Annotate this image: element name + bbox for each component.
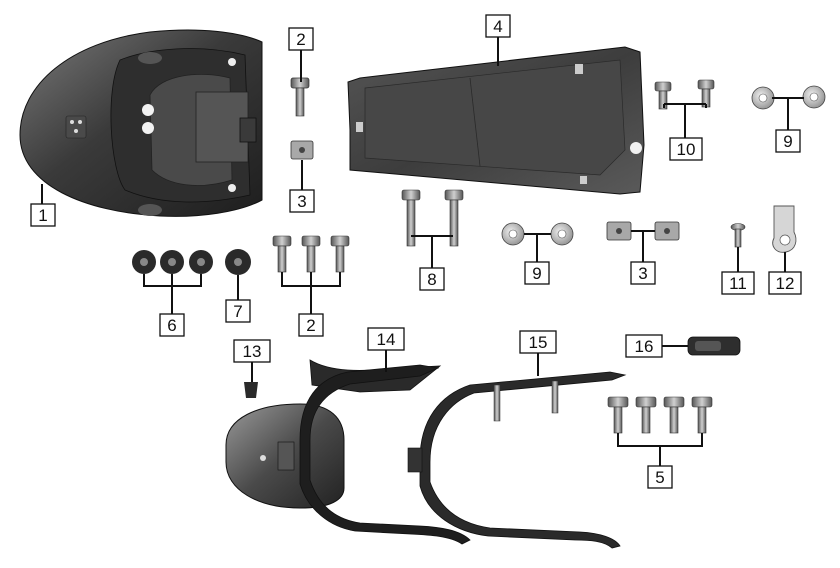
leader-lines xyxy=(41,37,804,466)
part-14-tail-case-and-rack xyxy=(225,359,471,545)
part-16-reflector xyxy=(687,336,741,356)
callout-label: 16 xyxy=(635,337,654,356)
callout-9-top: 9 xyxy=(775,129,801,153)
callout-15: 15 xyxy=(519,330,557,354)
callout-8: 8 xyxy=(419,267,445,291)
part-10-bolts xyxy=(654,79,715,110)
part-2-bolt-single xyxy=(290,77,310,117)
part-9-washers-top xyxy=(751,85,826,110)
callout-label: 15 xyxy=(529,333,548,352)
callout-11: 11 xyxy=(721,271,755,295)
callout-label: 11 xyxy=(729,274,747,293)
part-2-bolts-triple xyxy=(272,235,350,273)
callout-13: 13 xyxy=(233,339,271,363)
part-13-push-clip xyxy=(244,382,258,398)
callout-label: 13 xyxy=(243,342,262,361)
part-11-screw xyxy=(730,223,746,248)
part-6-grommets xyxy=(132,250,213,274)
callout-label: 6 xyxy=(167,316,176,335)
callout-label: 4 xyxy=(493,17,502,36)
part-4-under-tray xyxy=(347,46,645,195)
callout-14: 14 xyxy=(367,327,405,351)
callout-12: 12 xyxy=(768,271,802,295)
callout-label: 10 xyxy=(677,140,696,159)
callout-9-bottom: 9 xyxy=(524,261,550,285)
part-8-long-bolts xyxy=(401,189,464,247)
callout-label: 5 xyxy=(655,468,664,487)
callout-label: 1 xyxy=(38,206,47,225)
callout-4: 4 xyxy=(485,14,511,38)
callout-label: 8 xyxy=(427,270,436,289)
callout-2-bottom: 2 xyxy=(298,313,324,337)
callout-label: 2 xyxy=(296,30,305,49)
callout-label: 2 xyxy=(306,316,315,335)
callout-5: 5 xyxy=(647,465,673,489)
callout-label: 9 xyxy=(783,132,792,151)
part-12-clamp xyxy=(772,205,797,253)
callout-16: 16 xyxy=(625,334,663,358)
part-15-grab-rail xyxy=(407,371,627,549)
callout-10: 10 xyxy=(669,137,703,161)
part-1-rear-fender xyxy=(19,29,263,217)
part-9-washers-bottom xyxy=(501,222,574,246)
callout-6: 6 xyxy=(159,313,185,337)
callout-3-bottom: 3 xyxy=(630,261,656,285)
part-5-bolts-quad xyxy=(607,396,713,434)
callout-label: 9 xyxy=(532,264,541,283)
callout-label: 7 xyxy=(233,302,242,321)
callout-label: 14 xyxy=(377,330,396,349)
callout-2-top: 2 xyxy=(288,27,314,51)
callout-3-top: 3 xyxy=(289,189,315,213)
callout-label: 3 xyxy=(638,264,647,283)
callout-label: 3 xyxy=(297,192,306,211)
callout-1: 1 xyxy=(30,203,56,227)
callout-7: 7 xyxy=(225,299,251,323)
part-7-grommet xyxy=(225,249,251,275)
part-3-clip-nuts-pair xyxy=(606,221,680,241)
callout-label: 12 xyxy=(776,274,795,293)
part-3-clip-nut-single xyxy=(290,140,314,160)
